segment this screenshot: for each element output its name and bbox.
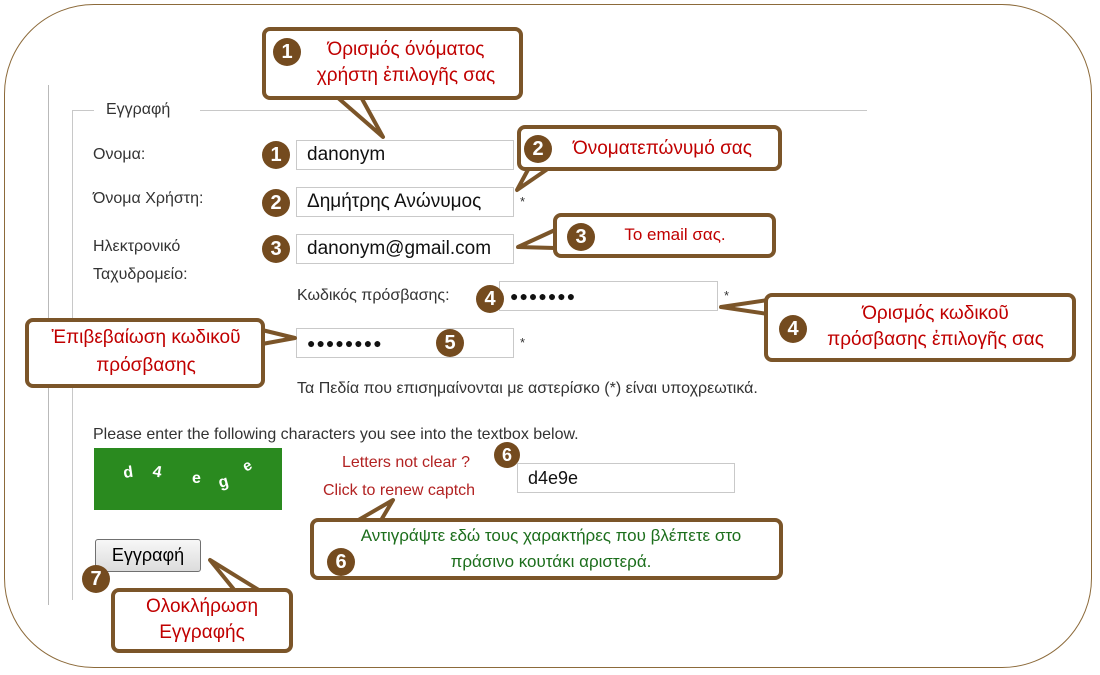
callout-submit xyxy=(111,588,293,653)
callout-submit-text-line2: Εγγραφής xyxy=(159,622,245,643)
captcha-glyphs: d 4 e g e xyxy=(122,457,255,492)
email-label-line1: Ηλεκτρονικό xyxy=(93,238,181,255)
callout-password-text-line1: Όρισμός κωδικοῦ xyxy=(862,303,1009,324)
callout-confirm-password xyxy=(25,318,265,388)
captcha-prompt: Please enter the following characters yo… xyxy=(93,426,579,443)
badge-4-icon: 4 xyxy=(779,315,807,343)
callout-pointer xyxy=(335,95,385,139)
captcha-image: d 4 e g e xyxy=(94,448,282,510)
confirm-password-input[interactable]: ●●●●●●●● xyxy=(296,328,514,358)
callout-username-text-line2: χρήστη ἐπιλογῆς σας xyxy=(316,65,496,86)
outer-rounded-frame xyxy=(4,4,1092,668)
password-input[interactable]: ●●●●●●● xyxy=(499,281,718,311)
callout-username xyxy=(262,27,523,100)
captcha-input[interactable]: d4e9e xyxy=(517,463,735,493)
required-star: * xyxy=(520,194,526,209)
name-label: Ονομα: xyxy=(93,146,146,163)
callout-password-text-line2: πρόσβασης ἐπιλογῆς σας xyxy=(827,329,1044,350)
svg-text:d: d xyxy=(122,464,134,482)
callout-password xyxy=(764,293,1076,362)
callout-confirm-text-line1: Ἐπιβεβαίωση κωδικοῦ xyxy=(51,327,241,348)
badge-7-icon: 7 xyxy=(82,565,110,593)
callout-captcha-text-line1: Αντιγράψτε εδώ τους χαρακτήρες που βλέπε… xyxy=(360,526,742,545)
fieldset-legend: Εγγραφή xyxy=(106,101,171,118)
callout-confirm-text-line2: πρόσβασης xyxy=(96,355,196,376)
fieldset-border xyxy=(72,110,94,111)
required-fields-note: Τα Πεδία που επισημαίνονται με αστερίσκο… xyxy=(297,380,758,397)
badge-6-icon: 6 xyxy=(327,548,355,576)
letters-not-clear-link[interactable]: Letters not clear ? xyxy=(342,454,471,471)
callout-captcha xyxy=(310,518,783,580)
email-input[interactable]: danonym@gmail.com xyxy=(296,234,514,264)
register-submit-button[interactable]: Εγγραφή xyxy=(95,539,201,572)
badge-1-icon: 1 xyxy=(262,141,290,169)
badge-4-icon: 4 xyxy=(476,285,504,313)
callout-captcha-text-line2: πράσινο κουτάκι αριστερά. xyxy=(450,552,652,571)
callout-pointer xyxy=(719,298,770,316)
username-label: Όνομα Χρήστη: xyxy=(93,190,204,207)
badge-5-icon: 5 xyxy=(436,329,464,357)
badge-3-icon: 3 xyxy=(262,235,290,263)
username-input[interactable]: Δημήτρης Ανώνυμος xyxy=(296,187,514,217)
svg-text:g: g xyxy=(217,473,231,492)
renew-captcha-link[interactable]: Click to renew captch xyxy=(323,482,476,499)
svg-text:4: 4 xyxy=(151,463,163,481)
callout-username-text-line1: Όρισμός όνόματος xyxy=(327,39,485,60)
name-input[interactable]: danonym xyxy=(296,140,514,170)
fieldset-border xyxy=(200,110,867,111)
email-label-line2: Ταχυδρομείο: xyxy=(93,266,188,283)
password-label: Κωδικός πρόσβασης: xyxy=(297,287,450,304)
svg-text:e: e xyxy=(192,470,201,487)
badge-2-icon: 2 xyxy=(262,189,290,217)
badge-2-icon: 2 xyxy=(524,135,552,163)
badge-6-icon: 6 xyxy=(494,442,520,468)
callout-pointer xyxy=(516,228,557,250)
callout-submit-text-line1: Ολοκλήρωση xyxy=(145,596,259,617)
callout-fullname xyxy=(517,125,782,171)
required-star: * xyxy=(724,288,730,303)
badge-3-icon: 3 xyxy=(567,223,595,251)
callout-fullname-text: Όνοματεπώνυμό σας xyxy=(573,138,752,159)
required-star: * xyxy=(520,335,526,350)
callout-email-text: Το email σας. xyxy=(624,225,726,244)
callout-pointer xyxy=(260,328,297,346)
badge-1-icon: 1 xyxy=(273,38,301,66)
